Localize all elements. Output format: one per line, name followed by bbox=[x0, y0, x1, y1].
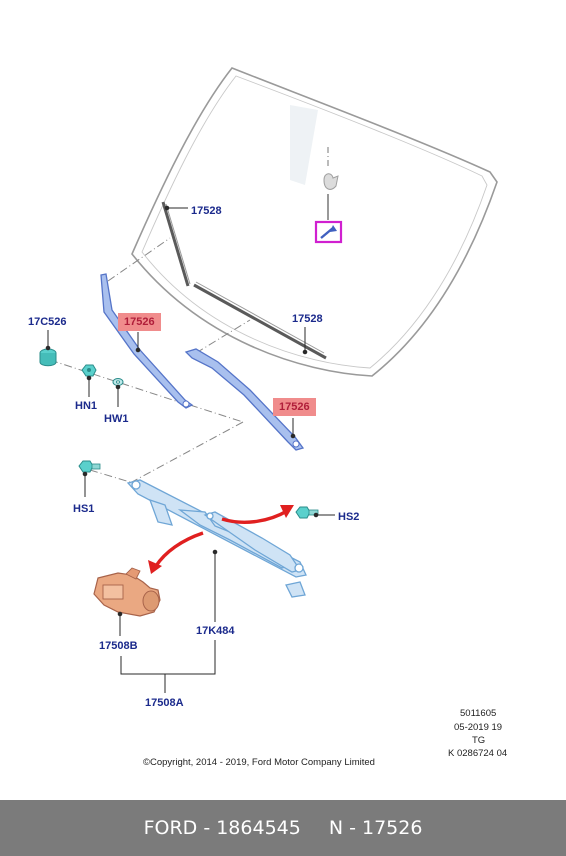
arrow-left-icon bbox=[148, 531, 204, 574]
footer-bar: FORD - 1864545 N - 17526 bbox=[0, 800, 566, 856]
meta-date: 05-2019 19 bbox=[454, 722, 503, 733]
label-arm-1: 17526 bbox=[118, 313, 161, 331]
linkage-frame bbox=[126, 479, 307, 598]
sensor-bracket-icon bbox=[323, 147, 339, 220]
wiper-arm-1 bbox=[100, 273, 194, 409]
footer-reference: N - 17526 bbox=[328, 817, 423, 839]
label-screw-1: HS1 bbox=[73, 503, 95, 515]
meta-tg: TG bbox=[472, 735, 486, 746]
meta-code: 5011605 bbox=[460, 708, 497, 719]
label-motor: 17508B bbox=[99, 640, 138, 652]
label-linkage: 17K484 bbox=[196, 625, 235, 637]
wiper-blade-1 bbox=[161, 201, 191, 287]
wiper-blade-2 bbox=[193, 281, 327, 360]
label-washer: HW1 bbox=[104, 413, 129, 425]
cap-icon bbox=[39, 348, 57, 367]
label-cap: 17C526 bbox=[28, 316, 67, 328]
nut-icon bbox=[81, 364, 97, 377]
washer-icon bbox=[112, 378, 124, 386]
meta-ref: K 0286724 04 bbox=[448, 748, 508, 759]
label-wiper-blade-1: 17528 bbox=[191, 205, 222, 217]
label-wiper-blade-2: 17528 bbox=[292, 313, 323, 325]
leader-lines bbox=[45, 205, 335, 693]
label-assembly: 17508A bbox=[145, 697, 184, 709]
label-nut: HN1 bbox=[75, 400, 98, 412]
screw-1-icon bbox=[78, 460, 101, 473]
label-screw-2: HS2 bbox=[338, 511, 360, 523]
arrow-right-icon bbox=[221, 505, 294, 524]
label-arm-2: 17526 bbox=[273, 398, 316, 416]
copyright-text: ©Copyright, 2014 - 2019, Ford Motor Comp… bbox=[143, 757, 375, 768]
footer-part-number: FORD - 1864545 bbox=[143, 817, 301, 839]
screw-2-icon bbox=[295, 506, 319, 519]
wiper-arm-2 bbox=[184, 348, 305, 451]
parts-diagram bbox=[39, 67, 498, 693]
sensor-icon bbox=[314, 220, 343, 244]
assembly-lines bbox=[49, 237, 251, 484]
motor-icon bbox=[93, 567, 161, 617]
windshield bbox=[131, 67, 498, 377]
